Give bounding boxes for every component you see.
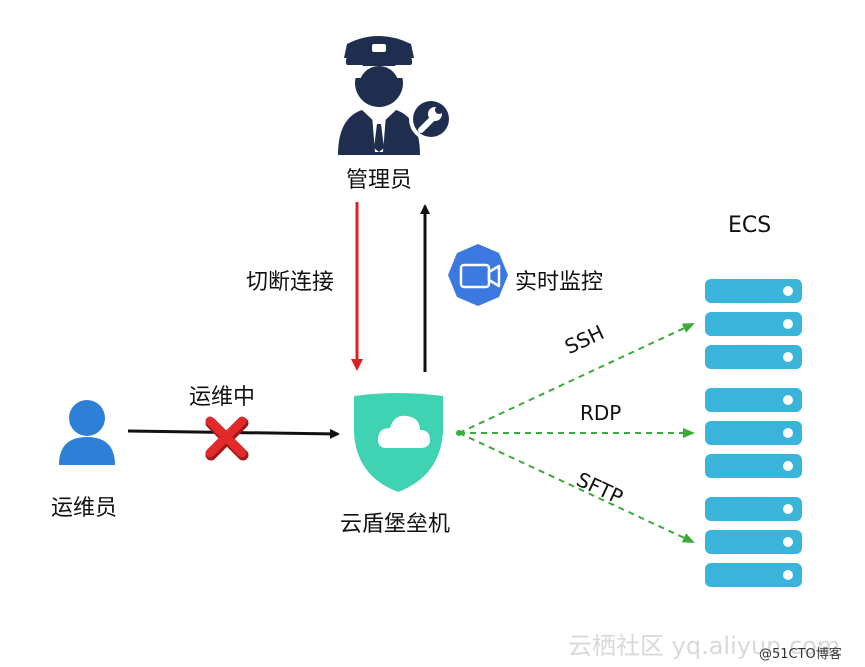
operator-label: 运维员 <box>51 496 118 521</box>
operating-label: 运维中 <box>189 385 256 410</box>
server-unit <box>705 454 802 478</box>
admin-label: 管理员 <box>346 168 413 193</box>
ecs-label: ECS <box>728 213 772 238</box>
server-rack-icon <box>705 279 802 587</box>
camera-badge-icon <box>448 244 508 306</box>
server-led <box>783 286 793 296</box>
cloud-shield-icon <box>354 393 443 492</box>
server-unit <box>705 345 802 369</box>
rdp-label: RDP <box>580 401 622 425</box>
admin-officer-icon <box>338 36 420 155</box>
server-led <box>783 504 793 514</box>
realtime-monitor-label: 实时监控 <box>515 270 604 295</box>
watermark-secondary: @51CTO博客 <box>759 647 842 662</box>
server-unit <box>705 312 802 336</box>
server-unit <box>705 421 802 445</box>
bastion-label: 云盾堡垒机 <box>340 512 451 537</box>
user-icon <box>59 400 115 465</box>
server-led <box>783 395 793 405</box>
server-unit <box>705 563 802 587</box>
server-led <box>783 319 793 329</box>
wrench-badge-icon <box>409 97 453 141</box>
server-led <box>783 570 793 580</box>
server-unit <box>705 530 802 554</box>
server-led <box>783 428 793 438</box>
server-unit <box>705 279 802 303</box>
server-unit <box>705 388 802 412</box>
cut-connection-label: 切断连接 <box>246 270 335 295</box>
server-unit <box>705 497 802 521</box>
server-led <box>783 461 793 471</box>
server-led <box>783 352 793 362</box>
cross-icon <box>205 416 249 461</box>
server-led <box>783 537 793 547</box>
protocol-links <box>456 323 695 543</box>
watermark-primary: 云栖社区 yq.aliyun.com <box>568 632 841 660</box>
